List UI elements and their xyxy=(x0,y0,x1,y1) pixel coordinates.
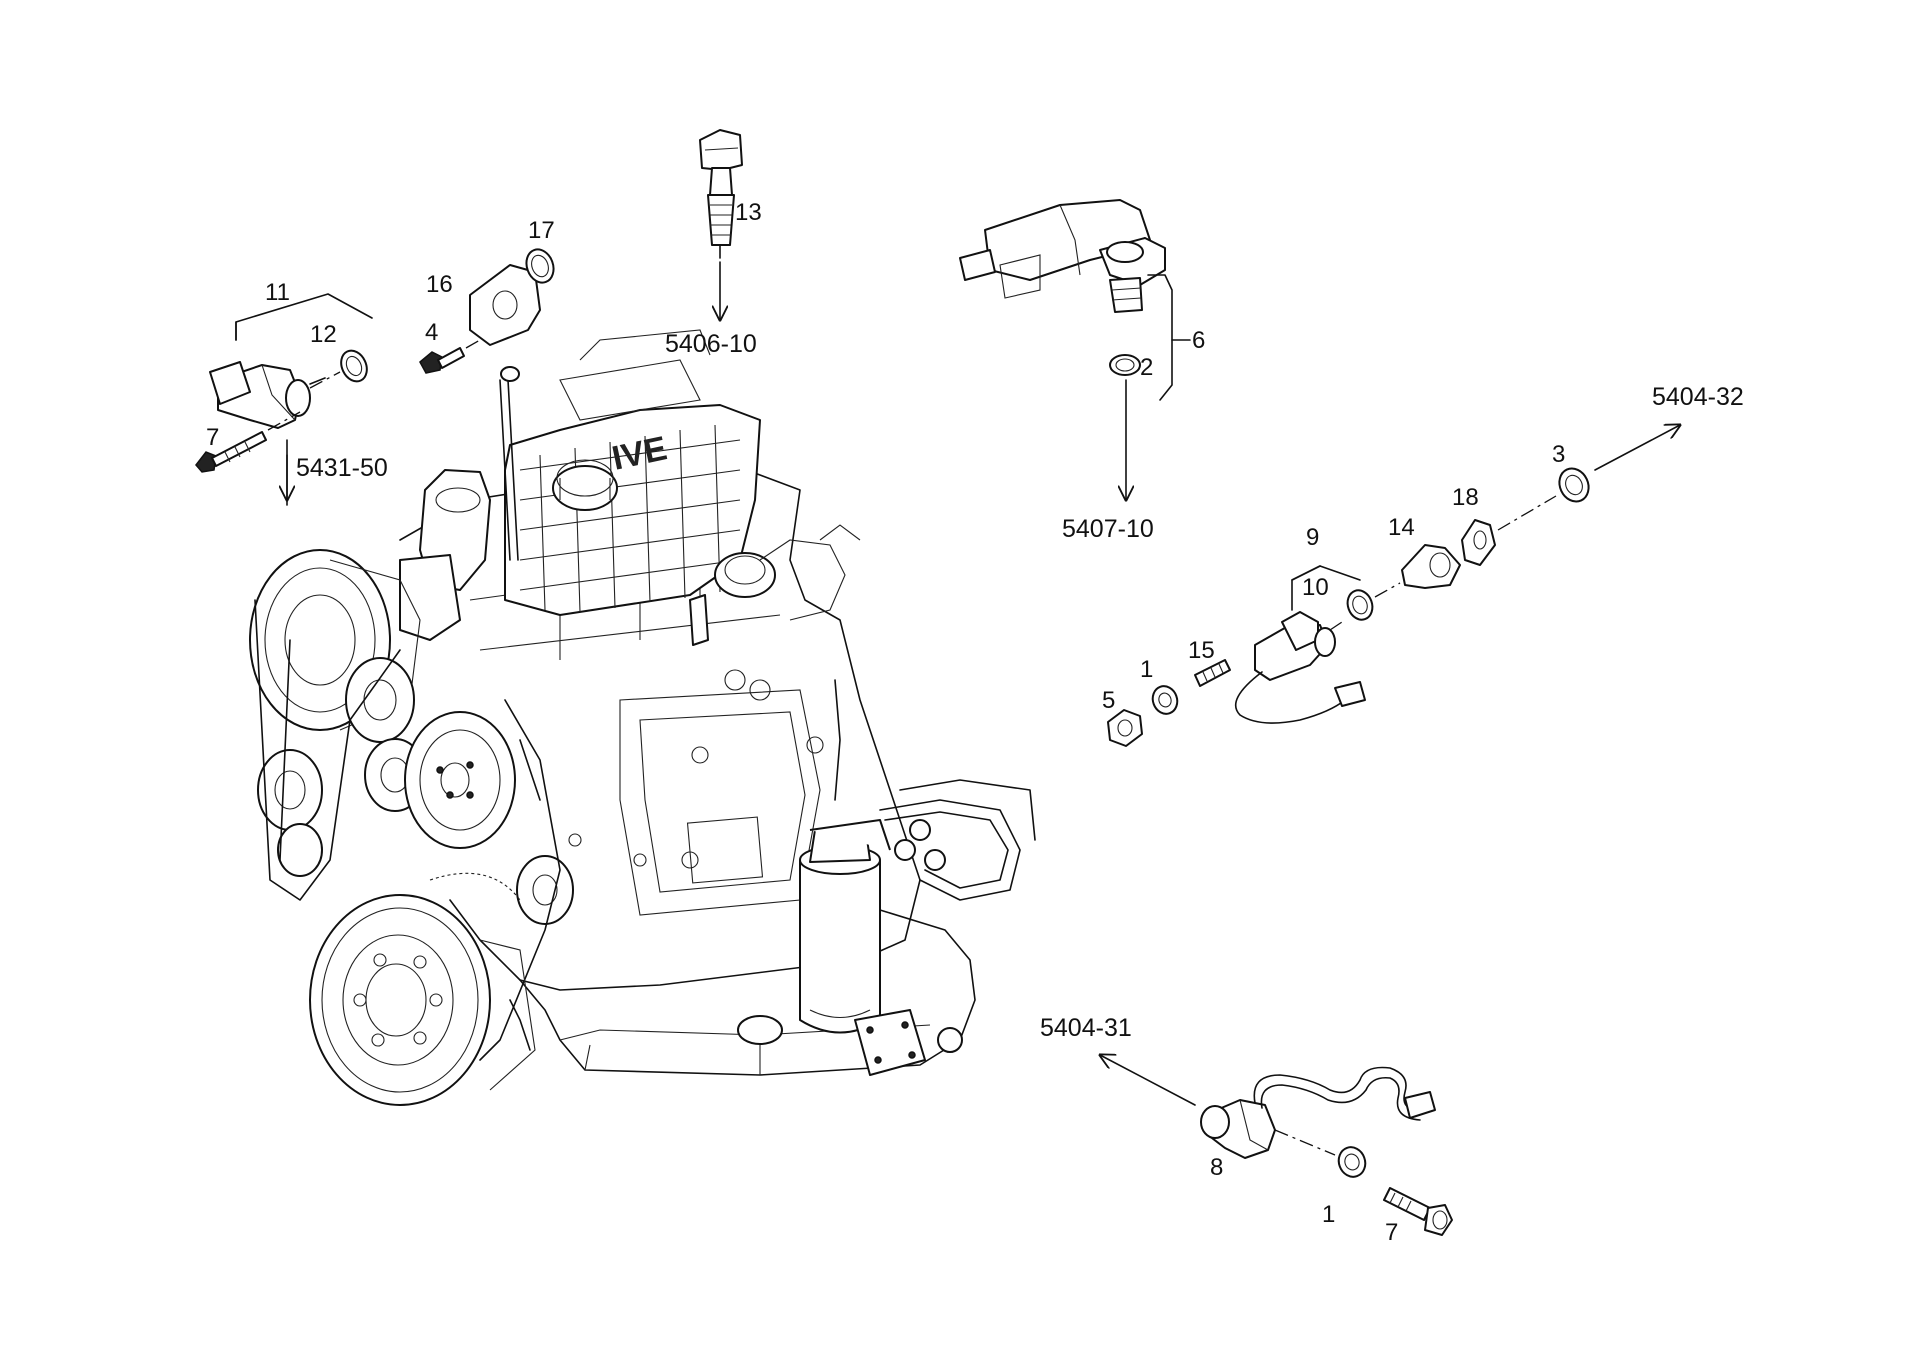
nut-5 xyxy=(1107,709,1143,747)
ref-5406-10: 5406-10 xyxy=(665,330,757,358)
washer-1-upper xyxy=(1151,685,1179,715)
o-ring-10 xyxy=(1346,589,1374,621)
stud-15 xyxy=(1194,659,1231,687)
callout-4: 4 xyxy=(425,319,438,346)
part-8-group xyxy=(1100,1055,1453,1236)
callout-9: 9 xyxy=(1306,524,1319,551)
callout-labels: 11 12 7 4 16 17 13 6 2 3 18 14 9 10 15 1… xyxy=(206,199,1565,1246)
engine-block: IVE xyxy=(249,329,1036,1106)
callout-16: 16 xyxy=(426,271,453,298)
callout-11: 11 xyxy=(265,279,290,306)
callout-15: 15 xyxy=(1188,637,1215,664)
callout-17: 17 xyxy=(528,217,555,244)
callout-18: 18 xyxy=(1452,484,1479,511)
part-14 xyxy=(1401,544,1461,589)
callout-6: 6 xyxy=(1192,327,1205,354)
part-11-group xyxy=(195,293,373,506)
part-9-group xyxy=(1107,425,1680,747)
part-6-group xyxy=(959,199,1191,500)
part-16-17-4-group xyxy=(419,248,555,374)
callout-1-upper: 1 xyxy=(1140,656,1153,683)
ref-5407-10: 5407-10 xyxy=(1062,515,1154,543)
reference-labels: 5431-50 5406-10 5407-10 5404-32 5404-31 xyxy=(296,330,1744,1042)
part-18 xyxy=(1461,519,1496,566)
callout-7-lower: 7 xyxy=(1385,1219,1398,1246)
callout-8: 8 xyxy=(1210,1154,1223,1181)
callout-2: 2 xyxy=(1140,354,1153,381)
callout-5: 5 xyxy=(1102,687,1115,714)
callout-13: 13 xyxy=(735,199,762,226)
callout-14: 14 xyxy=(1388,514,1415,541)
washer-1-lower xyxy=(1337,1146,1367,1178)
callout-12: 12 xyxy=(310,321,337,348)
bolt-7-lower xyxy=(1383,1187,1431,1221)
o-ring-3 xyxy=(1558,467,1590,503)
ref-5431-50: 5431-50 xyxy=(296,454,388,482)
o-ring-2 xyxy=(1109,354,1141,376)
ref-5404-31: 5404-31 xyxy=(1040,1014,1132,1042)
gasket-16 xyxy=(469,264,541,346)
part-13-sensor xyxy=(699,129,743,320)
callout-10: 10 xyxy=(1302,574,1329,601)
callout-1-lower: 1 xyxy=(1322,1201,1335,1228)
callout-7-upper: 7 xyxy=(206,424,219,451)
ref-5404-32: 5404-32 xyxy=(1652,383,1744,411)
o-ring-12 xyxy=(340,349,368,383)
callout-3: 3 xyxy=(1552,441,1565,468)
